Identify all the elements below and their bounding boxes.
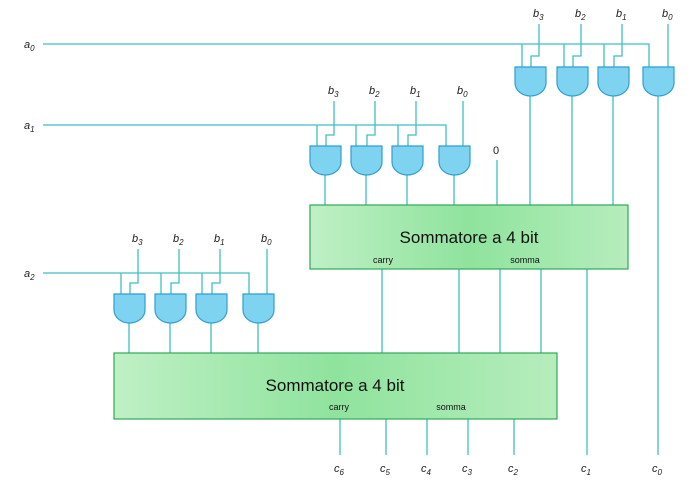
and-gate <box>391 145 424 176</box>
label-row1-b0: b0 <box>457 85 468 99</box>
wire-a2-bus <box>43 272 250 294</box>
label-c0: c0 <box>652 463 663 477</box>
adder-1-carry-label: carry <box>373 255 393 265</box>
label-c2: c2 <box>508 463 519 477</box>
wire-row1-out <box>324 160 498 205</box>
wire-row2-b <box>129 249 268 294</box>
wire-a0-tap <box>521 44 605 67</box>
adder-2: Sommatore a 4 bit carry somma <box>113 352 558 420</box>
label-row0-b1: b1 <box>616 8 627 22</box>
label-c6: c6 <box>334 463 345 477</box>
label-row0-b3: b3 <box>533 8 544 22</box>
output-labels: c6 c5 c4 c3 c2 c1 c0 <box>334 463 663 477</box>
and-gate <box>309 145 342 176</box>
label-row2-b2: b2 <box>173 233 184 247</box>
label-c5: c5 <box>380 463 391 477</box>
label-row2-b3: b3 <box>132 233 143 247</box>
and-gate <box>642 66 675 97</box>
and-gate <box>597 66 630 97</box>
label-row2-b1: b1 <box>214 233 225 247</box>
adder-2-carry-label: carry <box>329 402 349 412</box>
adder-2-sum-label: somma <box>436 402 466 412</box>
adder-1-box <box>309 204 629 270</box>
label-row1-b2: b2 <box>369 85 380 99</box>
and-gate <box>514 66 547 97</box>
and-gate <box>154 293 187 324</box>
wire-row0-b <box>530 24 669 67</box>
label-a2: a2 <box>24 268 35 282</box>
and-gate <box>556 66 589 97</box>
label-row1-b1: b1 <box>410 85 421 99</box>
wire-row0-out <box>529 96 659 455</box>
wires <box>43 24 669 455</box>
wire-a1-tap <box>316 125 399 146</box>
label-a0: a0 <box>24 39 35 53</box>
adder-1-title: Sommatore a 4 bit <box>400 228 539 247</box>
wire-adder2-out <box>339 419 515 455</box>
wire-adder1-sum <box>458 269 588 455</box>
wire-a1-bus <box>43 124 447 146</box>
label-a1: a1 <box>24 120 35 134</box>
label-c1: c1 <box>581 463 591 477</box>
and-gate <box>242 293 275 324</box>
wire-row2-out <box>128 323 259 353</box>
adder-1-sum-label: somma <box>510 255 540 265</box>
label-c4: c4 <box>421 463 432 477</box>
adder-2-box <box>113 352 558 420</box>
label-row1-b3: b3 <box>328 85 339 99</box>
and-gates <box>113 66 675 324</box>
adder-1: Sommatore a 4 bit carry somma <box>309 204 629 270</box>
input-labels: a0 a1 a2 b3 b2 b1 b0 b3 b2 b1 b0 0 b3 b2… <box>24 8 673 282</box>
label-row2-b0: b0 <box>261 233 272 247</box>
label-row0-b0: b0 <box>662 8 673 22</box>
label-c3: c3 <box>462 463 473 477</box>
wire-a0-bus <box>43 43 650 67</box>
label-row0-b2: b2 <box>575 8 586 22</box>
wire-a2-tap <box>120 273 203 294</box>
and-gate <box>350 145 383 176</box>
and-gate <box>195 293 228 324</box>
and-gate <box>113 293 146 324</box>
wire-row1-b <box>325 101 464 146</box>
and-gate <box>438 145 471 176</box>
label-zero: 0 <box>493 145 499 157</box>
adder-2-title: Sommatore a 4 bit <box>266 376 405 395</box>
